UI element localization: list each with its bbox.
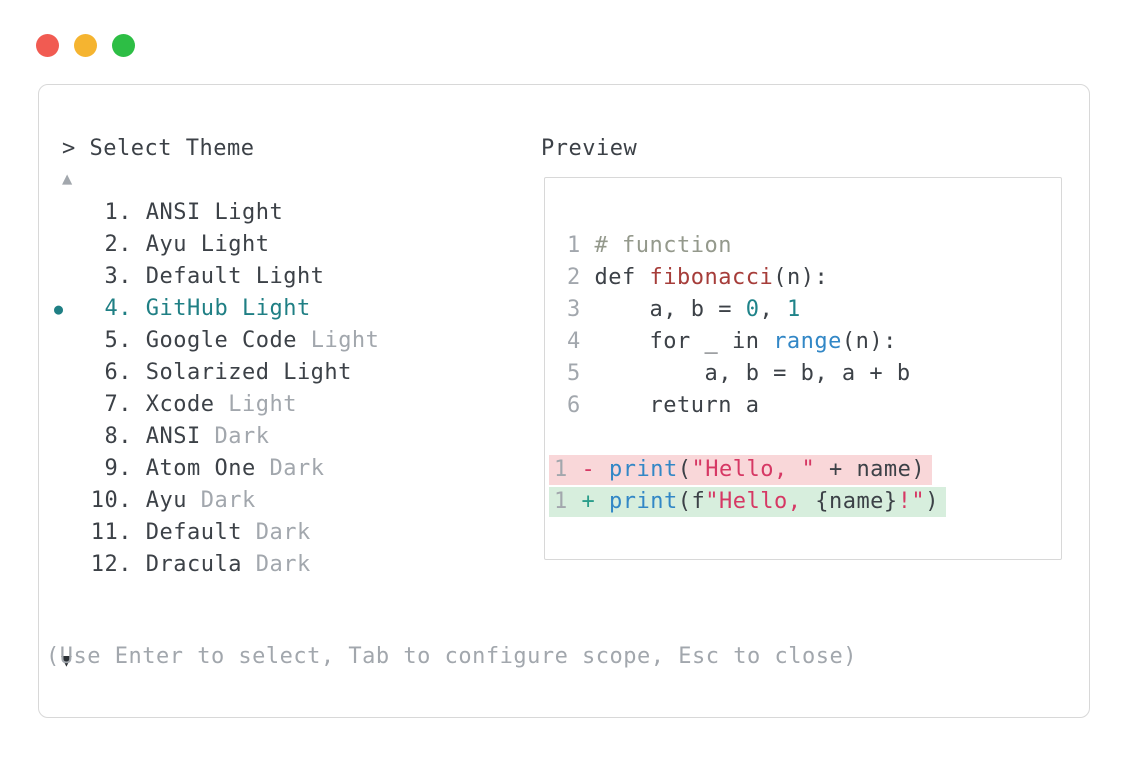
theme-list-item-dracula[interactable]: 12. Dracula Dark xyxy=(62,549,379,581)
line-number: 3 xyxy=(567,297,595,322)
scroll-down-icon[interactable]: ▼ xyxy=(61,650,73,671)
theme-name: Ayu Light xyxy=(132,232,270,257)
code-line: 3 a, b = 0, 1 xyxy=(567,297,801,322)
theme-name-muted-suffix: Dark xyxy=(200,424,270,449)
theme-name: GitHub Light xyxy=(132,296,311,321)
theme-list-item-github-light[interactable]: ● 4. GitHub Light xyxy=(54,293,379,325)
theme-number: 10. xyxy=(90,488,132,513)
diff-plus-sign: + xyxy=(581,489,609,514)
code-line: 6 return a xyxy=(567,393,760,418)
zoom-window-button[interactable] xyxy=(112,34,135,57)
line-number: 4 xyxy=(567,329,595,354)
theme-name: Xcode xyxy=(132,392,215,417)
line-number: 6 xyxy=(567,393,595,418)
theme-number: 11. xyxy=(90,520,132,545)
theme-name-muted-suffix: Dark xyxy=(255,456,325,481)
diff-minus-sign: - xyxy=(581,457,609,482)
theme-name: Ayu xyxy=(132,488,187,513)
code-line: 4 for _ in range(n): xyxy=(567,329,897,354)
code-line: 1 # function xyxy=(567,233,732,258)
diff-line-removed: 1 - print("Hello, " + name) xyxy=(549,454,946,486)
line-number: 5 xyxy=(567,361,595,386)
close-window-button[interactable] xyxy=(36,34,59,57)
theme-number: 7. xyxy=(104,392,132,417)
keyboard-hints: (Use Enter to select, Tab to configure s… xyxy=(46,644,857,669)
theme-name-muted-suffix: Light xyxy=(296,328,380,353)
diff-highlight: 1 - print("Hello, " + name) xyxy=(549,455,933,485)
theme-name: Solarized Light xyxy=(132,360,352,385)
theme-number: 8. xyxy=(104,424,132,449)
diff-line-added: 1 + print(f"Hello, {name}!") xyxy=(549,486,946,518)
theme-list-item-xcode[interactable]: 7. Xcode Light xyxy=(62,389,379,421)
theme-name: Dracula xyxy=(132,552,242,577)
line-number: 1 xyxy=(554,457,582,482)
theme-number: 2. xyxy=(104,232,132,257)
preview-box: 1 # function 2 def fibonacci(n): 3 a, b = … xyxy=(544,177,1062,560)
theme-list-item-ayu[interactable]: 10. Ayu Dark xyxy=(62,485,379,517)
theme-number: 4. xyxy=(104,296,132,321)
theme-number: 5. xyxy=(104,328,132,353)
theme-name: Default xyxy=(132,520,242,545)
line-number: 1 xyxy=(567,233,595,258)
theme-name: Default Light xyxy=(132,264,325,289)
theme-name-muted-suffix: Light xyxy=(214,392,297,417)
theme-list-item-google-code[interactable]: 5. Google Code Light xyxy=(62,325,379,357)
theme-list-item-default[interactable]: 11. Default Dark xyxy=(62,517,379,549)
code-line: 2 def fibonacci(n): xyxy=(567,265,829,290)
line-number: 2 xyxy=(567,265,595,290)
theme-list-item-solarized-light[interactable]: 6. Solarized Light xyxy=(62,357,379,389)
code-snippet: 1 # function 2 def fibonacci(n): 3 a, b = … xyxy=(549,230,946,518)
theme-list-item-ansi[interactable]: 8. ANSI Dark xyxy=(62,421,379,453)
theme-number: 9. xyxy=(104,456,132,481)
prompt-title: Select Theme xyxy=(89,136,255,161)
scroll-up-icon[interactable]: ▲ xyxy=(62,169,73,189)
select-theme-prompt: > Select Theme xyxy=(62,133,254,165)
theme-name-muted-suffix: Dark xyxy=(186,488,256,513)
theme-name-muted-suffix: Dark xyxy=(241,552,311,577)
theme-number: 3. xyxy=(104,264,132,289)
blank-line xyxy=(567,422,946,454)
prompt-caret-icon: > xyxy=(62,136,76,161)
theme-list-item-atom-one[interactable]: 9. Atom One Dark xyxy=(62,453,379,485)
preview-label: Preview xyxy=(541,136,638,161)
code-line: 5 a, b = b, a + b xyxy=(567,361,911,386)
window-controls xyxy=(36,34,135,57)
selected-item-bullet-icon: ● xyxy=(54,300,64,318)
diff-highlight: 1 + print(f"Hello, {name}!") xyxy=(549,487,946,517)
theme-number: 6. xyxy=(104,360,132,385)
theme-list-item-ansi-light[interactable]: 1. ANSI Light xyxy=(62,197,379,229)
theme-name: Google Code xyxy=(132,328,297,353)
theme-number: 1. xyxy=(104,200,132,225)
theme-number: 12. xyxy=(90,552,132,577)
theme-name: ANSI Light xyxy=(132,200,284,225)
theme-name-muted-suffix: Dark xyxy=(241,520,311,545)
theme-list-item-default-light[interactable]: 3. Default Light xyxy=(62,261,379,293)
theme-name: Atom One xyxy=(132,456,256,481)
line-number: 1 xyxy=(554,489,582,514)
theme-list-item-ayu-light[interactable]: 2. Ayu Light xyxy=(62,229,379,261)
theme-name: ANSI xyxy=(132,424,201,449)
minimize-window-button[interactable] xyxy=(74,34,97,57)
